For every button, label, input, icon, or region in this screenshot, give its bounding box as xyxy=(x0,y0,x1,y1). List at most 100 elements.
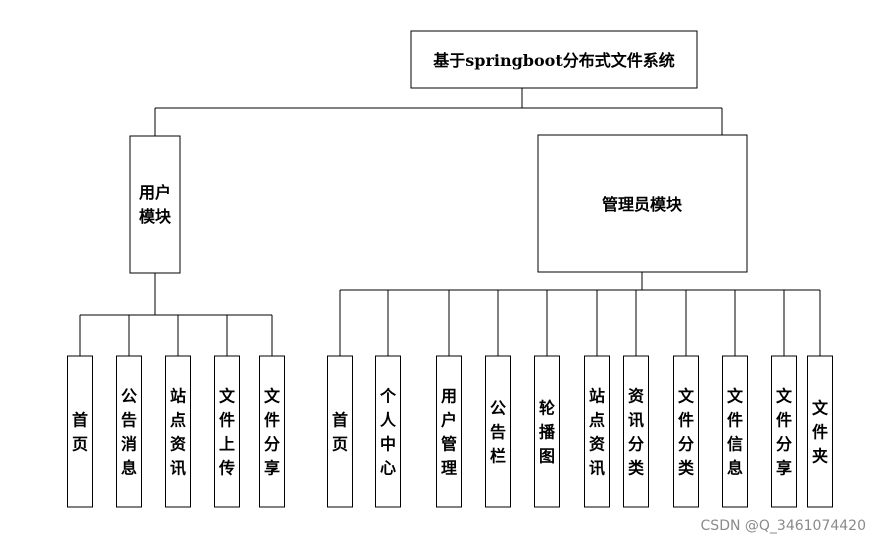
admin-module-child-box xyxy=(673,355,699,508)
admin-module-node: 管理员模块 xyxy=(537,134,748,273)
user-module-child-char: 讯 xyxy=(170,459,186,478)
user-module-child-char: 息 xyxy=(121,459,137,478)
user-module-child-char: 资 xyxy=(170,435,186,454)
user-module-child-char: 传 xyxy=(218,459,235,478)
user-module-child-char: 消 xyxy=(121,435,137,454)
user-module-child-char: 件 xyxy=(264,411,280,430)
admin-module-child-box xyxy=(771,355,797,508)
admin-module-child-char: 件 xyxy=(776,411,792,430)
user-module-child-char: 点 xyxy=(170,411,186,430)
root-node-label: 基于springboot分布式文件系统 xyxy=(432,51,674,70)
admin-module-child-char: 息 xyxy=(727,459,743,478)
admin-module-child-char: 播 xyxy=(539,423,556,442)
user-module-child-box xyxy=(116,355,142,508)
user-module-child-box xyxy=(214,355,240,508)
admin-module-child-char: 户 xyxy=(441,411,457,430)
user-module-child-char: 文 xyxy=(264,387,281,406)
admin-module-child-char: 轮 xyxy=(539,399,555,418)
admin-module-child-char: 文 xyxy=(678,387,695,406)
admin-module-child-char: 享 xyxy=(776,459,792,478)
admin-module-child-char: 类 xyxy=(628,459,645,478)
user-module-child-char: 件 xyxy=(219,411,235,430)
admin-module-child-char: 管 xyxy=(441,435,457,454)
admin-module-child-char: 资 xyxy=(589,435,605,454)
admin-module-child-char: 讯 xyxy=(628,411,644,430)
admin-module-child-char: 件 xyxy=(727,411,743,430)
admin-module-child-char: 中 xyxy=(380,435,396,454)
admin-module-child-char: 栏 xyxy=(490,447,506,466)
admin-module-child-char: 站 xyxy=(589,387,605,406)
admin-module-child-char: 文 xyxy=(776,387,793,406)
user-module-child-char: 分 xyxy=(264,435,280,454)
admin-module-child-char: 夹 xyxy=(812,447,828,466)
user-module-label-line-2: 模块 xyxy=(139,207,172,226)
user-module-child-char: 享 xyxy=(264,459,280,478)
user-module-child-1: 首页 xyxy=(67,355,93,508)
admin-module-child-char: 资 xyxy=(628,387,644,406)
admin-module-child-char: 心 xyxy=(380,459,396,478)
admin-module-child-box xyxy=(584,355,610,508)
watermark-text: CSDN @Q_3461074420 xyxy=(700,518,866,534)
user-module-child-char: 告 xyxy=(121,411,137,430)
root-node-box xyxy=(410,30,698,89)
user-module-child-box xyxy=(165,355,191,508)
admin-module-child-5: 轮播图 xyxy=(534,355,560,508)
admin-module-child-4: 公告栏 xyxy=(485,355,511,508)
admin-module-child-char: 告 xyxy=(490,423,506,442)
admin-module-label: 管理员模块 xyxy=(602,195,683,214)
admin-module-child-char: 件 xyxy=(812,423,828,442)
user-module-label-line-1: 用户 xyxy=(139,183,171,202)
user-module-child-char: 文 xyxy=(219,387,236,406)
admin-module-child-char: 讯 xyxy=(589,459,605,478)
user-module-child-box xyxy=(259,355,285,508)
admin-module-child-box xyxy=(436,355,462,508)
admin-module-child-char: 分 xyxy=(678,435,694,454)
user-module-child-box xyxy=(67,355,93,508)
root-node: 基于springboot分布式文件系统 xyxy=(410,30,698,89)
user-module-box xyxy=(129,135,181,274)
admin-module-child-char: 人 xyxy=(380,411,397,430)
admin-module-child-char: 用 xyxy=(441,387,457,406)
user-module-child-char: 首 xyxy=(72,411,88,430)
admin-module-child-char: 文 xyxy=(812,399,829,418)
user-module-child-char: 公 xyxy=(121,387,137,406)
connector-lines xyxy=(79,88,821,356)
admin-module-child-box xyxy=(485,355,511,508)
user-module-node: 用户 模块 xyxy=(129,135,181,274)
admin-module-child-box xyxy=(807,355,833,508)
admin-module-child-char: 件 xyxy=(678,411,694,430)
admin-module-child-char: 点 xyxy=(589,411,605,430)
admin-module-child-char: 公 xyxy=(490,399,506,418)
user-module-child-char: 上 xyxy=(219,435,235,454)
admin-module-child-box xyxy=(375,355,401,508)
admin-module-child-char: 信 xyxy=(727,435,743,454)
admin-module-child-char: 图 xyxy=(539,447,555,466)
admin-module-child-box xyxy=(327,355,353,508)
admin-module-child-char: 分 xyxy=(776,435,792,454)
admin-module-child-box xyxy=(623,355,649,508)
admin-module-child-11: 文件夹 xyxy=(807,355,833,508)
admin-module-child-char: 分 xyxy=(628,435,644,454)
admin-module-child-char: 理 xyxy=(441,459,457,478)
admin-module-child-char: 类 xyxy=(678,459,695,478)
admin-module-child-char: 首 xyxy=(332,411,348,430)
admin-module-child-box xyxy=(534,355,560,508)
user-module-child-char: 页 xyxy=(72,435,88,454)
user-module-child-char: 站 xyxy=(170,387,186,406)
admin-module-child-box xyxy=(722,355,748,508)
admin-module-child-char: 页 xyxy=(332,435,348,454)
admin-module-box xyxy=(537,134,748,273)
